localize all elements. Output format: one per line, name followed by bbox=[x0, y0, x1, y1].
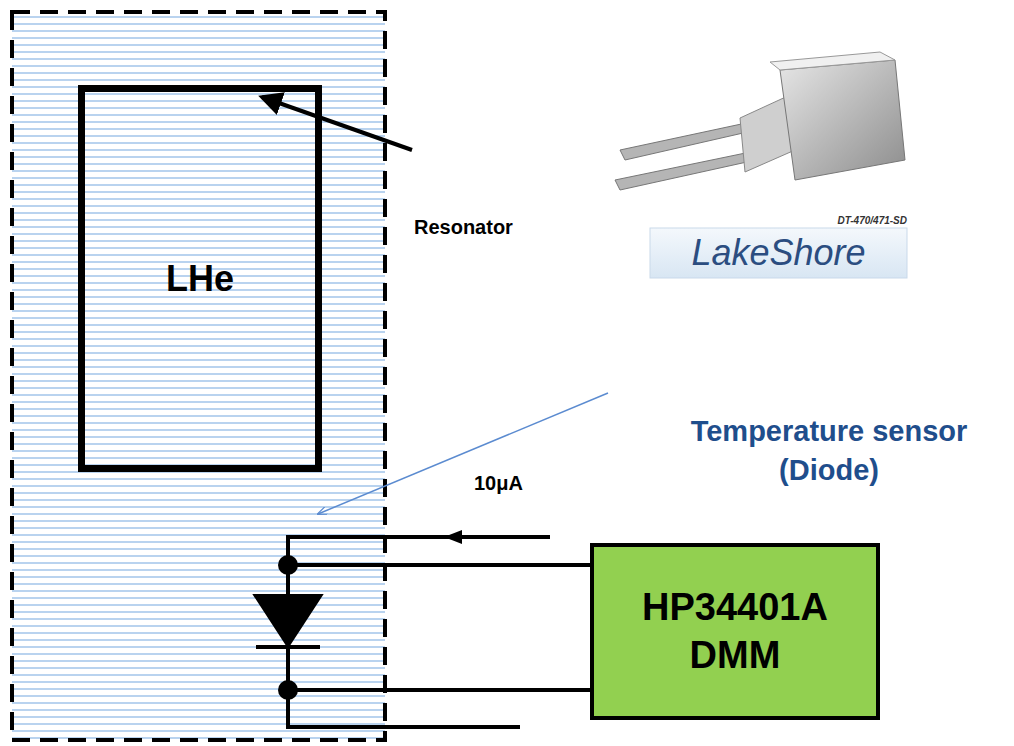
current-label: 10μA bbox=[474, 470, 564, 497]
brand-logo: LakeShore bbox=[650, 229, 907, 278]
model-number: DT-470/471-SD bbox=[790, 214, 907, 228]
current-arrow bbox=[444, 530, 462, 544]
junction-dot bbox=[278, 680, 298, 700]
diode-circuit bbox=[256, 537, 592, 727]
node-text: HP34401A DMM bbox=[614, 584, 856, 679]
node-text: LHe bbox=[166, 256, 234, 301]
part-label: Resonator bbox=[414, 214, 594, 241]
leader-line bbox=[318, 393, 608, 514]
multimeter-box: HP34401A DMM bbox=[590, 543, 880, 720]
sensor-picture bbox=[615, 52, 907, 278]
sensor-label: Temperature sensor (Diode) bbox=[650, 412, 1008, 490]
junction-dot bbox=[278, 555, 298, 575]
pointer-arrow bbox=[262, 97, 412, 150]
resonator-box: LHe bbox=[78, 85, 322, 472]
